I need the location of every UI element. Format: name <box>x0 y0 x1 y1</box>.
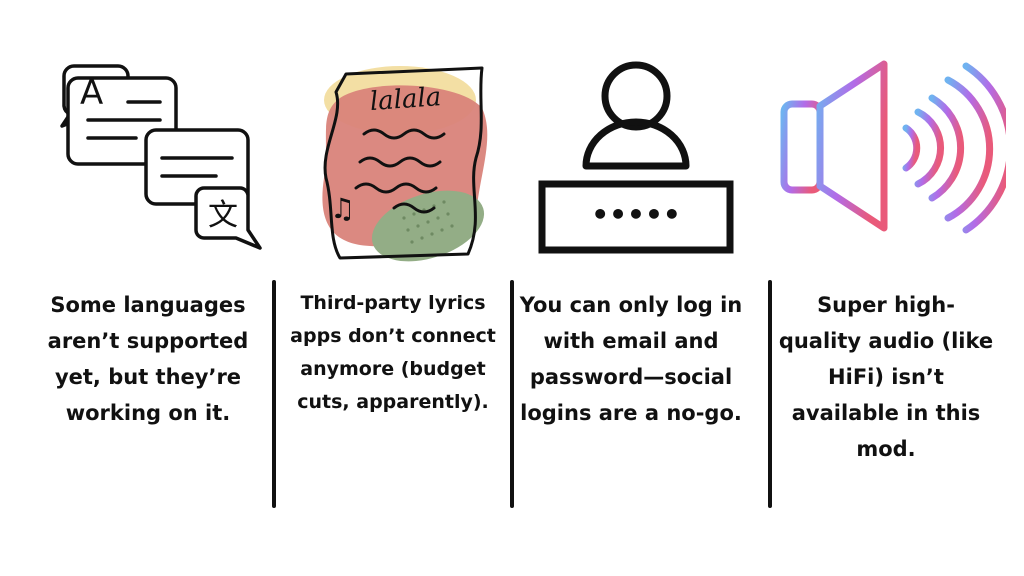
column-divider <box>768 280 772 508</box>
column-divider <box>510 280 514 508</box>
translate-icon: A 文 <box>60 64 262 250</box>
caption-login: You can only log in with email and passw… <box>519 293 743 425</box>
lyrics-word: lalala <box>369 82 442 117</box>
caption-audio: Super high-quality audio (like HiFi) isn… <box>778 293 994 461</box>
column-divider <box>272 280 276 508</box>
caption-lyrics: Third-party lyrics apps don’t connect an… <box>290 292 496 413</box>
password-mask: ••••• <box>591 198 680 231</box>
speaker-volume-icon <box>780 60 1006 234</box>
lyrics-notes: ♫ <box>330 192 355 225</box>
lyrics-sheet-icon: lalala ♫ <box>322 66 488 262</box>
caption-languages: Some languages aren’t supported yet, but… <box>47 293 249 425</box>
login-user-icon: ••••• <box>538 61 734 254</box>
translate-glyph-a: A <box>80 73 103 113</box>
translate-glyph-wen: 文 <box>208 198 238 233</box>
